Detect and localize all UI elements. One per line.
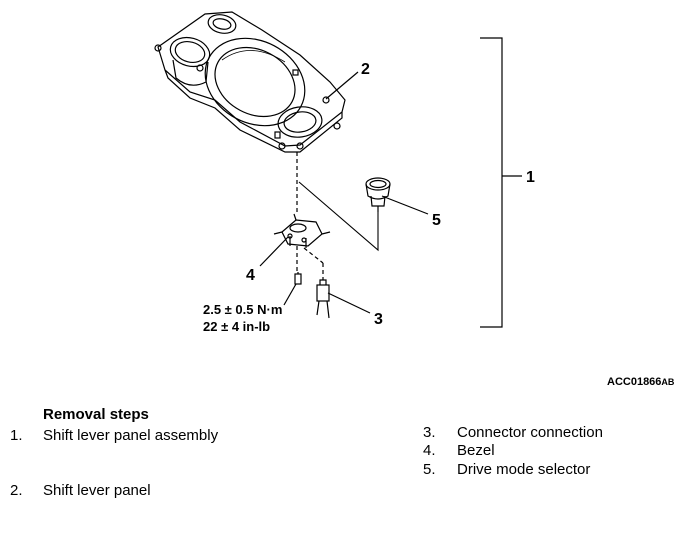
step-number: 3. [423,424,436,441]
step-number: 4. [423,442,436,459]
drive-mode-selector-drawing [365,177,391,212]
leader-line-2 [325,71,359,100]
assembly-bracket [480,37,503,328]
step-number: 5. [423,461,436,478]
figure-code: ACC01866AB [607,376,675,388]
removal-step-1: 1. Shift lever panel assembly [10,427,270,445]
shift-lever-panel-drawing [154,11,346,153]
wire-harness-line [298,181,379,252]
step-number: 2. [10,482,23,499]
callout-3: 3 [374,311,383,328]
callout-4: 4 [246,267,255,284]
step-number: 1. [10,427,23,444]
step-label: Shift lever panel [43,482,151,499]
assembly-guide-lines [296,152,324,280]
step-label: Bezel [457,442,495,459]
callout-2: 2 [361,61,370,78]
leader-line-torque [283,283,297,306]
removal-step-3: 3. Connector connection [423,424,673,442]
callout-1: 1 [526,169,535,186]
removal-step-2: 2. Shift lever panel [10,482,270,500]
bolt-drawing [294,272,302,285]
removal-step-5: 5. Drive mode selector [423,461,673,479]
step-label: Drive mode selector [457,461,591,478]
removal-step-4: 4. Bezel [423,442,673,460]
connector-drawing [316,279,330,319]
exploded-parts-diagram: 2 4 5 3 1 2.5 ± 0.5 N·m 22 ± 4 in-lb ACC… [154,11,675,388]
removal-steps-title: Removal steps [43,406,149,423]
torque-imperial: 22 ± 4 in-lb [203,319,270,334]
step-label: Shift lever panel assembly [43,427,219,444]
leader-line-5 [381,195,429,215]
leader-line-4 [259,236,289,267]
bezel-drawing [273,213,331,248]
callout-5: 5 [432,212,441,229]
leader-line-3 [327,292,371,314]
step-label: Connector connection [457,424,603,441]
torque-metric: 2.5 ± 0.5 N·m [203,302,282,317]
